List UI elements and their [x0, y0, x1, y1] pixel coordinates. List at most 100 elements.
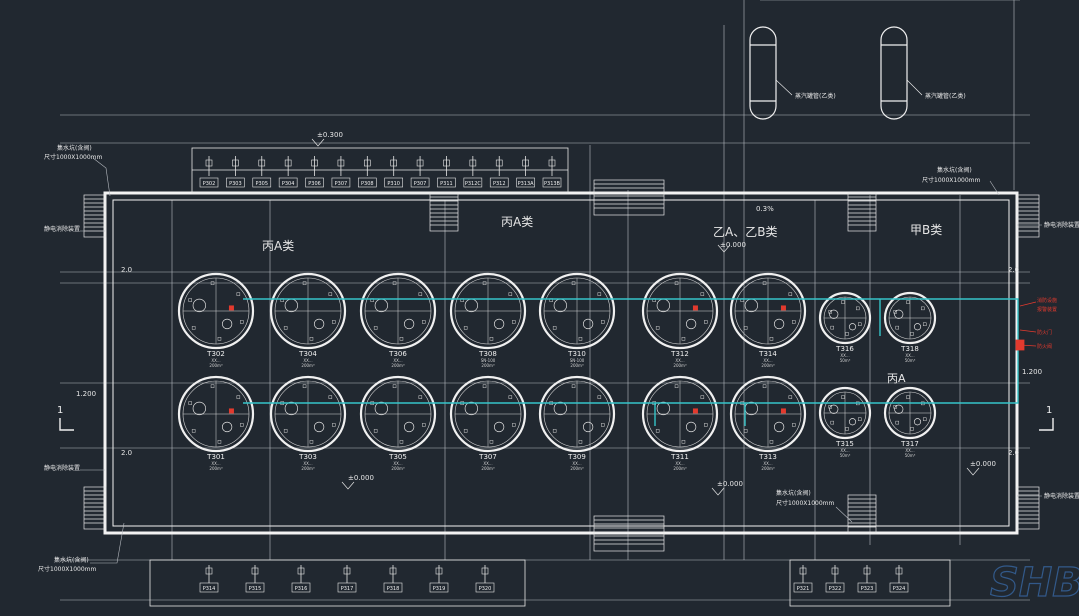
- section-marks: [59, 418, 1054, 431]
- tank-capacity: 200m³: [761, 363, 775, 368]
- pump-label: P308: [361, 181, 374, 187]
- pump-label: P324: [893, 586, 906, 592]
- bottom-pump-platform-left: [149, 559, 951, 607]
- tank-capacity: 200m³: [673, 466, 687, 471]
- top-pump-platform: [191, 147, 569, 194]
- pump: P322: [825, 565, 845, 593]
- tank-id: T303: [298, 453, 317, 461]
- pump-label: P304: [282, 181, 295, 187]
- tank-product: XX...: [905, 353, 914, 358]
- vessel-2: [880, 26, 908, 120]
- pump-label: P313B: [544, 181, 561, 187]
- pump-label: P316: [295, 586, 308, 592]
- pump-label: P314: [203, 586, 216, 592]
- pump: P305: [252, 156, 272, 188]
- level-left-1200: 1.200: [76, 390, 96, 398]
- tank-product: XX...: [303, 461, 312, 466]
- pump-label: P305: [255, 181, 268, 187]
- pump: P314: [199, 565, 219, 593]
- stairs: [83, 179, 1040, 552]
- note-leaders: [80, 157, 1042, 564]
- tank-capacity: 200m³: [761, 466, 775, 471]
- static-right-1: 静电消除装置: [1044, 221, 1079, 229]
- sump-bl-title: 集水坑(含阀): [54, 556, 89, 564]
- pump: P313B: [542, 156, 562, 188]
- sump-tr-title: 集水坑(含阀): [937, 166, 972, 174]
- tank-capacity: 200m³: [481, 466, 495, 471]
- vessel-2-label: 蒸汽罐管(乙类): [925, 92, 966, 100]
- tank-id: T318: [900, 345, 919, 353]
- zone-jia-b: 甲B类: [910, 223, 942, 237]
- sump-tr-size: 尺寸1000X1000mm: [922, 176, 980, 184]
- pump: P312C: [463, 156, 483, 188]
- tank-id: T302: [206, 350, 225, 358]
- section-left-label: 1: [57, 405, 63, 416]
- pump-label: P312C: [465, 181, 482, 187]
- tank-capacity: 200m³: [673, 363, 687, 368]
- pump: P311: [437, 156, 456, 188]
- pump: P320: [475, 565, 495, 593]
- pump: P312: [489, 156, 509, 188]
- cyan-pipelines: [243, 298, 1019, 426]
- tank-id: T317: [900, 440, 919, 448]
- pump: P318: [383, 565, 403, 593]
- watermark-logo: SHB: [990, 560, 1079, 606]
- tank-product: XX...: [303, 358, 312, 363]
- tank-id: T304: [298, 350, 317, 358]
- pump-label: P310: [387, 181, 400, 187]
- level-row-b-right: 2.0: [1008, 449, 1019, 457]
- stair: [429, 192, 459, 232]
- tank-capacity: 200m³: [570, 363, 584, 368]
- tank-capacity: 200m³: [209, 466, 223, 471]
- pump: P310: [384, 156, 403, 188]
- tank-id: T301: [206, 453, 225, 461]
- level-row-a-right: 2.0: [1008, 266, 1019, 274]
- tank-product: XX...: [393, 358, 402, 363]
- tank-id: T313: [758, 453, 777, 461]
- pump-label: P311: [440, 181, 453, 187]
- slope-label: 0.3%: [756, 205, 774, 213]
- tank-capacity: 200m³: [301, 363, 315, 368]
- tank-product: XX...: [675, 461, 684, 466]
- tank-capacity: 50m³: [905, 358, 916, 363]
- tank-id: T315: [835, 440, 854, 448]
- tank-id: T306: [388, 350, 407, 358]
- pump: P316: [291, 565, 311, 593]
- tank-capacity: 50m³: [840, 453, 851, 458]
- pump: P308: [358, 156, 377, 188]
- pump: P313A: [516, 156, 535, 188]
- red-annotations: [1015, 301, 1037, 351]
- red-note-3: 防火门: [1037, 329, 1052, 336]
- dike-wall: [103, 191, 1019, 535]
- stair: [593, 179, 665, 216]
- pump-label: P323: [861, 586, 874, 592]
- stair: [593, 515, 665, 552]
- tank-id: T305: [388, 453, 407, 461]
- tank-id: T316: [835, 345, 854, 353]
- level-mid-0000: ±0.000: [720, 241, 746, 249]
- tank-id: T312: [670, 350, 689, 358]
- stair: [83, 486, 107, 530]
- pump-label: P320: [479, 586, 492, 592]
- zone-yi-a-b: 乙A、乙B类: [713, 225, 777, 239]
- tank-id: T307: [478, 453, 497, 461]
- section-right-label: 1: [1046, 405, 1052, 416]
- tank-id: T309: [567, 453, 586, 461]
- tank-product: XX...: [572, 461, 581, 466]
- pump-label: P302: [203, 181, 216, 187]
- zone-bing-a-right: 丙A: [887, 372, 906, 385]
- pump-label: P317: [341, 586, 354, 592]
- pump: P304: [278, 156, 298, 188]
- tanks: T302XX...200m³T304XX...200m³T306XX...200…: [177, 272, 937, 471]
- vessel-1: [749, 26, 777, 120]
